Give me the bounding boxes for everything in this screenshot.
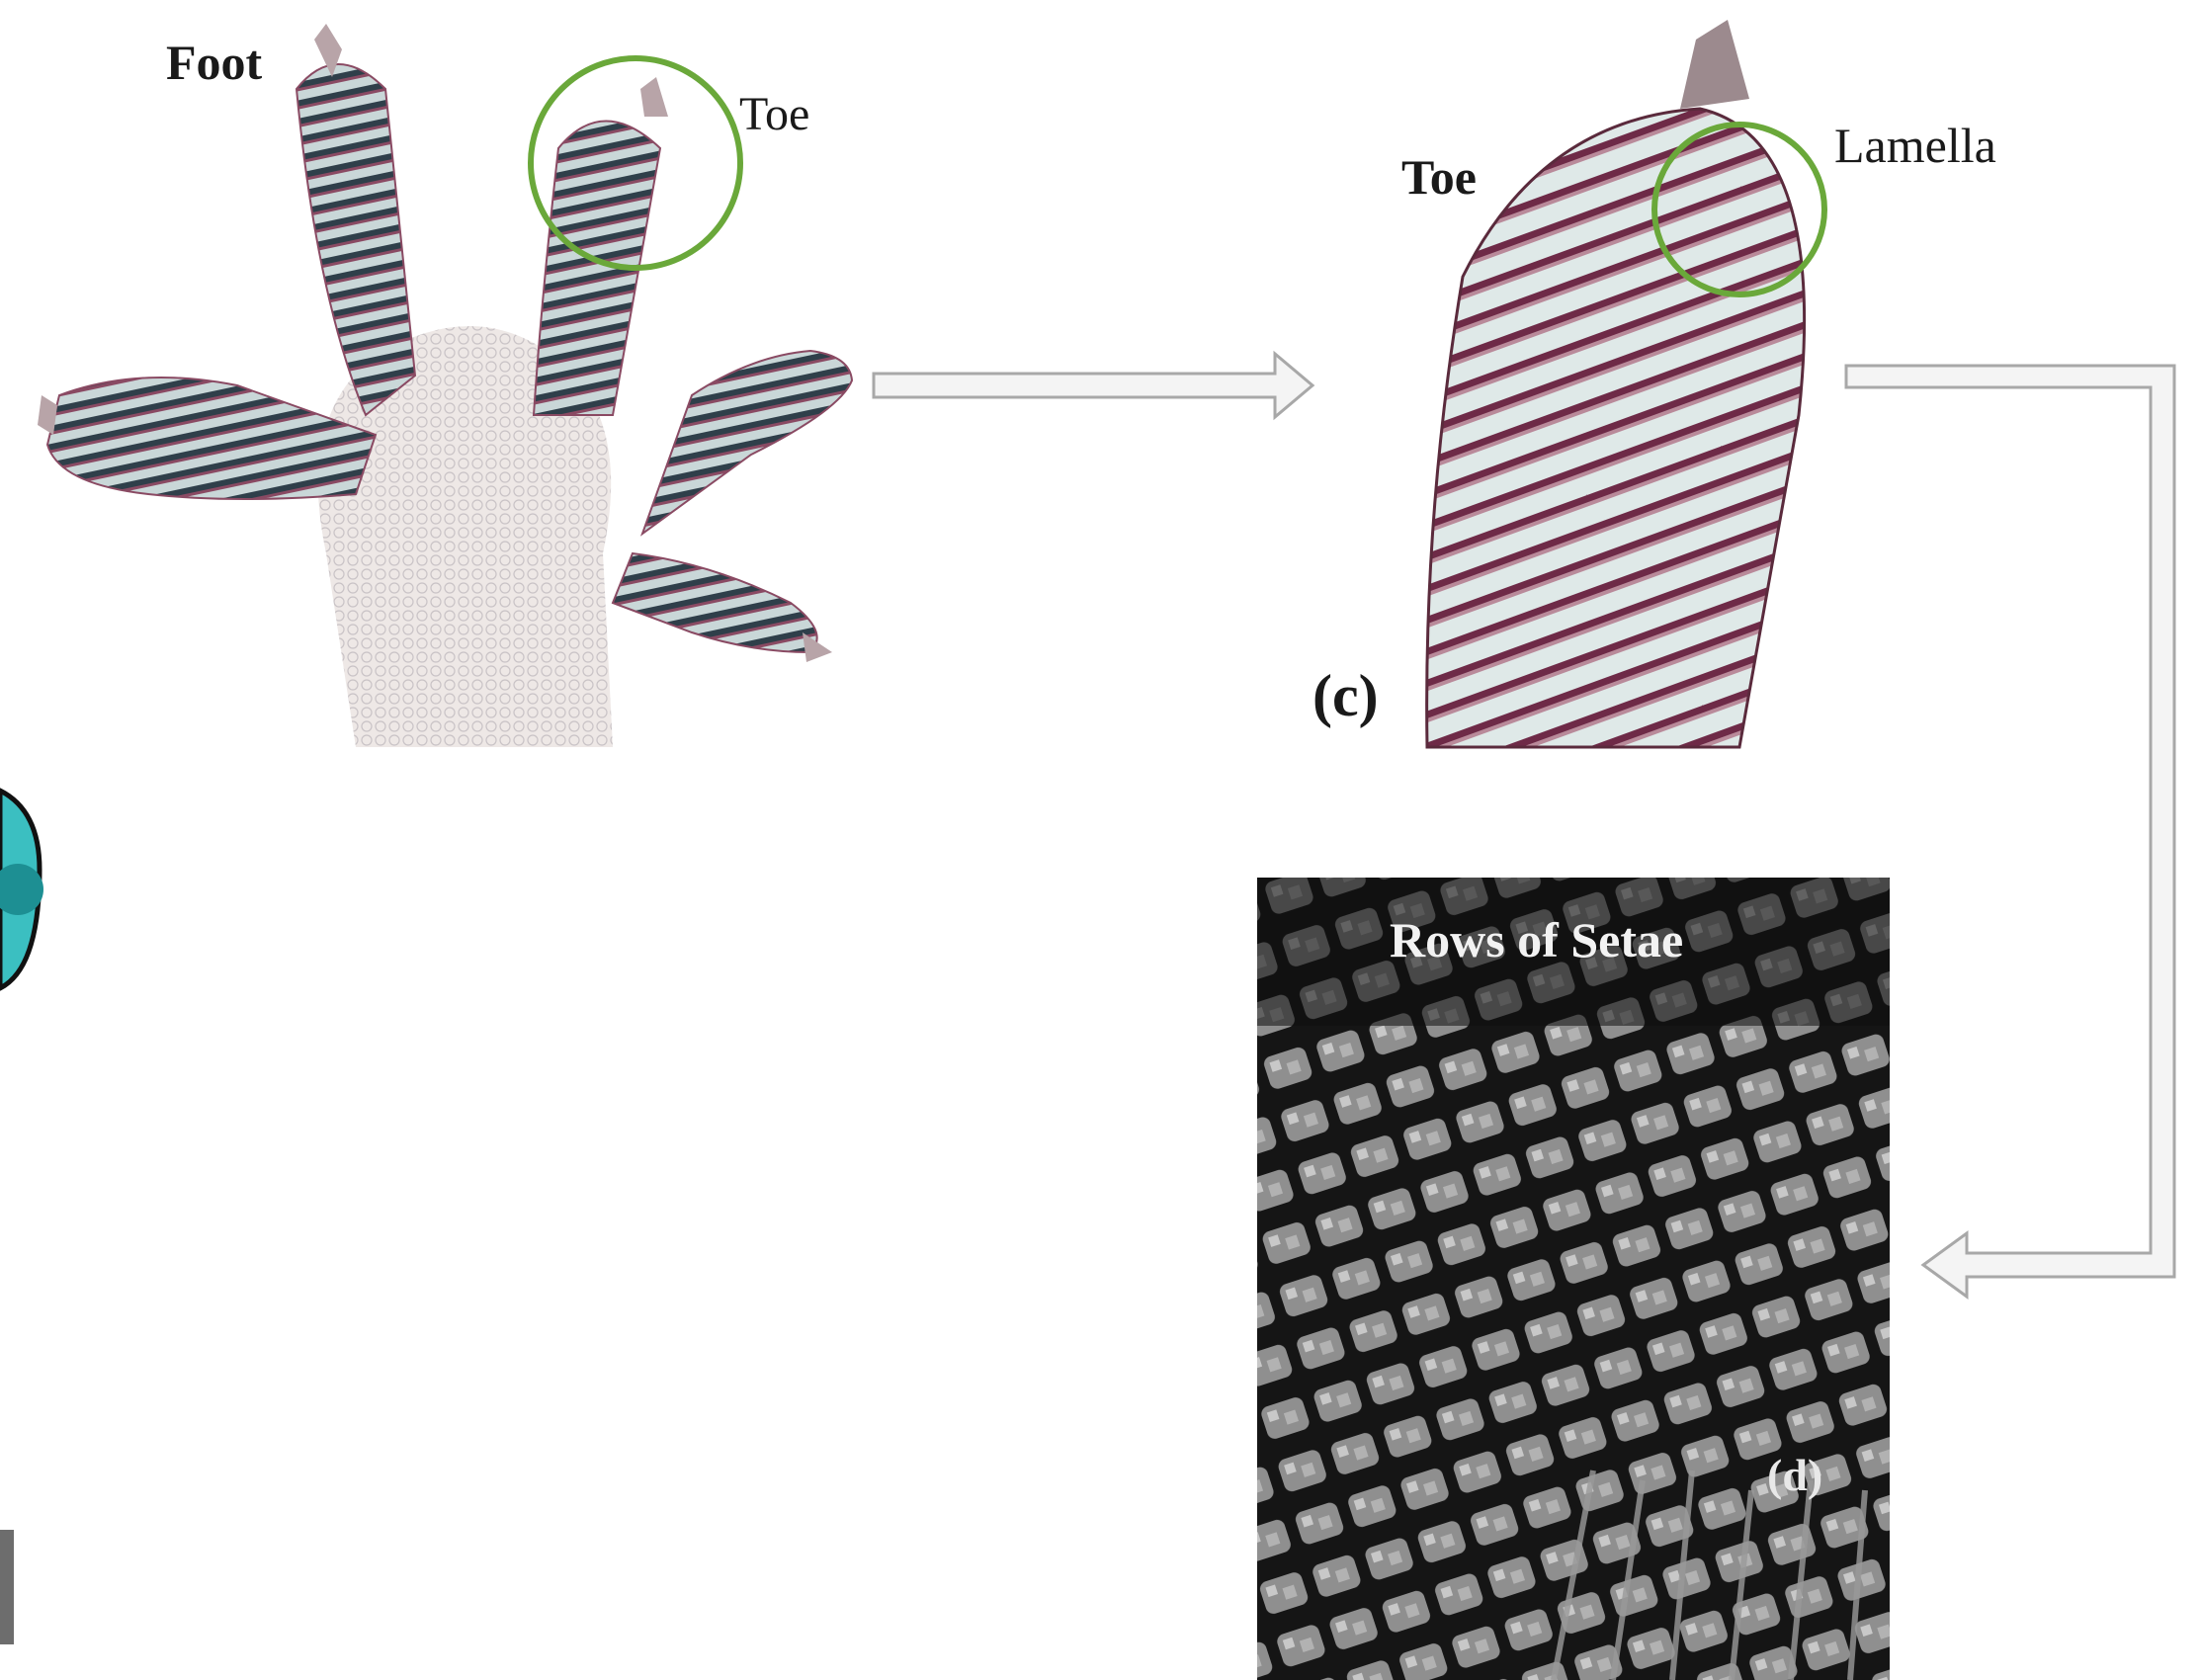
lamella-label: Lamella (1834, 117, 1996, 174)
edge-decoration (0, 1530, 14, 1644)
foot-label: Foot (166, 34, 262, 91)
toe-closeup-label: Toe (1401, 148, 1477, 206)
toe-label: Toe (739, 87, 809, 141)
setae-label: Rows of Setae (1390, 911, 1683, 968)
setae-sem-image (1257, 878, 1890, 1680)
panel-c-label: (c) (1312, 662, 1379, 730)
elbow-arrow-icon (1846, 366, 2174, 1297)
right-arrow-icon (874, 354, 1312, 417)
panel-d-label: (d) (1767, 1449, 1822, 1501)
